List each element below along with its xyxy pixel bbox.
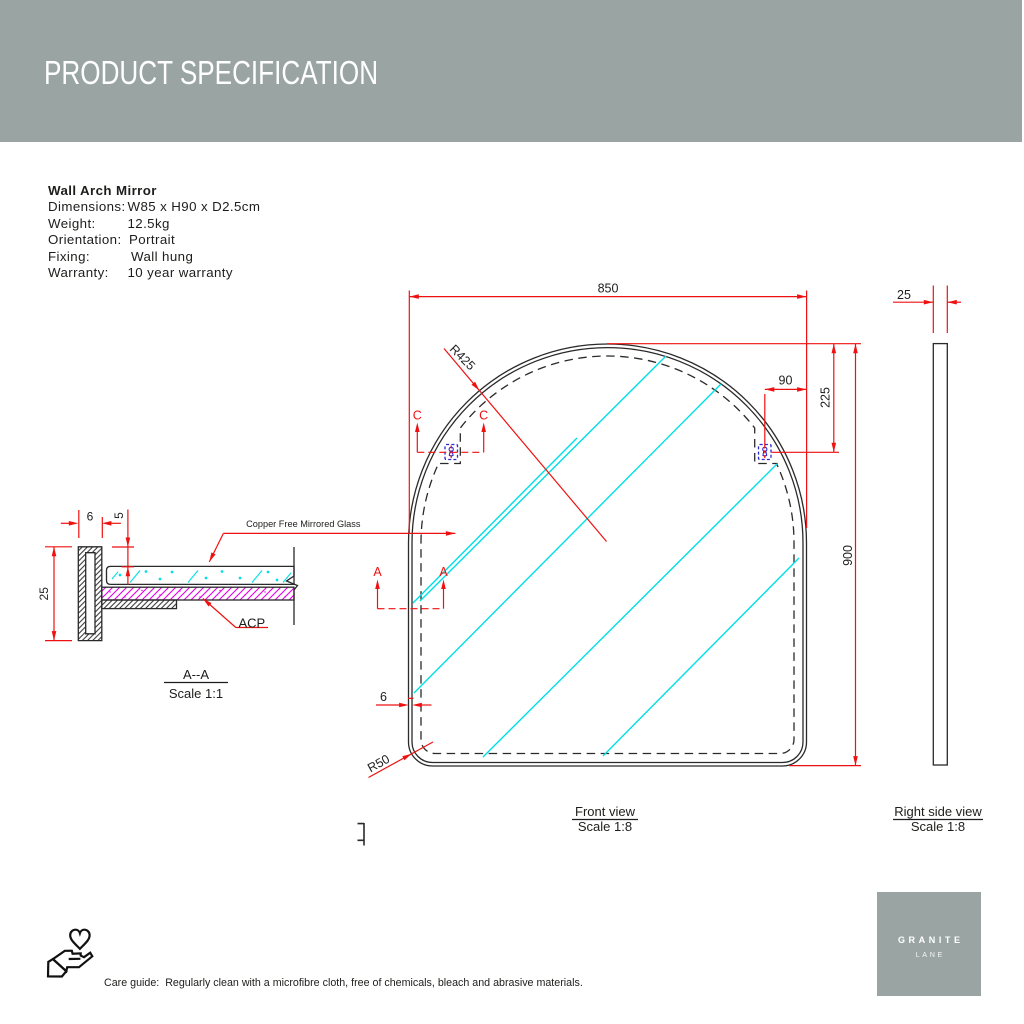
svg-text:Scale 1:8: Scale 1:8 [578, 819, 632, 834]
svg-text:90: 90 [779, 374, 793, 388]
svg-text:Scale 1:1: Scale 1:1 [169, 686, 223, 701]
svg-text:C: C [479, 409, 488, 423]
svg-text:850: 850 [598, 282, 619, 296]
svg-text:Front view: Front view [575, 804, 636, 819]
svg-text:6: 6 [87, 509, 94, 523]
svg-text:25: 25 [897, 288, 911, 302]
svg-text:900: 900 [841, 545, 855, 566]
svg-text:A: A [373, 565, 382, 579]
svg-text:C: C [413, 409, 422, 423]
svg-text:A--A: A--A [183, 667, 209, 682]
svg-text:25: 25 [37, 587, 51, 601]
svg-text:225: 225 [818, 387, 832, 408]
svg-text:ACP: ACP [239, 616, 266, 631]
svg-text:A: A [439, 565, 448, 579]
svg-text:5: 5 [112, 512, 126, 519]
svg-text:Scale 1:8: Scale 1:8 [911, 819, 965, 834]
svg-text:6: 6 [380, 690, 387, 704]
svg-text:Copper Free Mirrored Glass: Copper Free Mirrored Glass [246, 519, 361, 529]
svg-text:Right side view: Right side view [894, 804, 982, 819]
